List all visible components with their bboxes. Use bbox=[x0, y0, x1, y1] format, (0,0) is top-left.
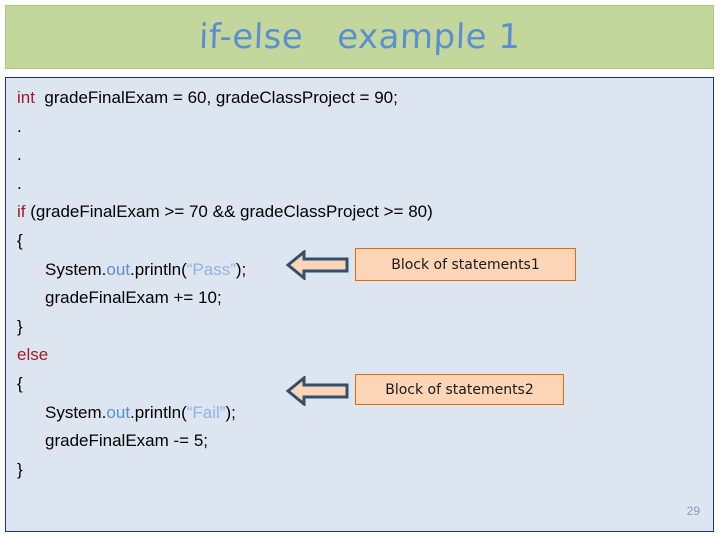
code-token: “Fail” bbox=[186, 402, 226, 422]
callout-label-2: Block of statements2 bbox=[385, 381, 534, 398]
code-token: .println( bbox=[130, 402, 187, 422]
code-line-close-brace-if: } bbox=[17, 313, 557, 342]
code-line-decrement-exam: gradeFinalExam -= 5; bbox=[17, 427, 557, 456]
code-token: “Pass” bbox=[186, 259, 236, 279]
code-token: System. bbox=[45, 259, 107, 279]
page-title: if-else example 1 bbox=[198, 17, 521, 57]
code-line-ellipsis-2: . bbox=[17, 141, 557, 170]
code-token: . bbox=[17, 145, 22, 165]
code-panel: int gradeFinalExam = 60, gradeClassProje… bbox=[5, 77, 714, 532]
code-token: ); bbox=[225, 402, 236, 422]
code-line-ellipsis-1: . bbox=[17, 113, 557, 142]
code-token: { bbox=[17, 373, 23, 393]
code-token: System. bbox=[45, 402, 107, 422]
code-token: gradeFinalExam = 60, gradeClassProject =… bbox=[34, 88, 398, 107]
code-line-open-brace-else: { bbox=[17, 370, 557, 399]
code-token: . bbox=[17, 173, 22, 193]
code-token: } bbox=[17, 316, 23, 336]
left-arrow-icon-2 bbox=[286, 376, 349, 406]
code-token: .println( bbox=[130, 259, 187, 279]
page-number: 29 bbox=[686, 504, 700, 518]
callout-block-of-statements2: Block of statements2 bbox=[355, 374, 564, 405]
code-line-open-brace-if: { bbox=[17, 227, 557, 256]
code-token: gradeFinalExam -= 5; bbox=[45, 431, 208, 451]
code-token: } bbox=[17, 459, 23, 479]
title-banner: if-else example 1 bbox=[5, 5, 714, 69]
code-line-increment-exam: gradeFinalExam += 10; bbox=[17, 284, 557, 313]
code-line-declaration: int gradeFinalExam = 60, gradeClassProje… bbox=[17, 84, 557, 113]
left-arrow-icon-1 bbox=[286, 250, 349, 280]
code-token: gradeFinalExam += 10; bbox=[45, 288, 222, 308]
callout-label-1: Block of statements1 bbox=[391, 256, 540, 273]
code-token: { bbox=[17, 230, 23, 250]
code-token: out bbox=[106, 259, 131, 279]
code-line-println-pass: System.out.println(“Pass”); bbox=[17, 256, 557, 285]
callout-block-of-statements1: Block of statements1 bbox=[355, 248, 576, 281]
code-line-close-brace-else: } bbox=[17, 456, 557, 485]
code-line-println-fail: System.out.println(“Fail”); bbox=[17, 399, 557, 428]
code-token: . bbox=[17, 116, 22, 136]
code-token: (gradeFinalExam >= 70 && gradeClassProje… bbox=[25, 202, 433, 222]
code-token: ); bbox=[235, 259, 247, 279]
code-line-ellipsis-3: . bbox=[17, 170, 557, 199]
code-token: int bbox=[17, 88, 35, 107]
code-token: else bbox=[17, 345, 49, 365]
code-token: out bbox=[106, 402, 131, 422]
code-listing: int gradeFinalExam = 60, gradeClassProje… bbox=[17, 84, 557, 484]
code-line-if-condition: if (gradeFinalExam >= 70 && gradeClassPr… bbox=[17, 198, 557, 227]
code-line-else-keyword: else bbox=[17, 341, 557, 370]
code-token: if bbox=[17, 202, 26, 222]
